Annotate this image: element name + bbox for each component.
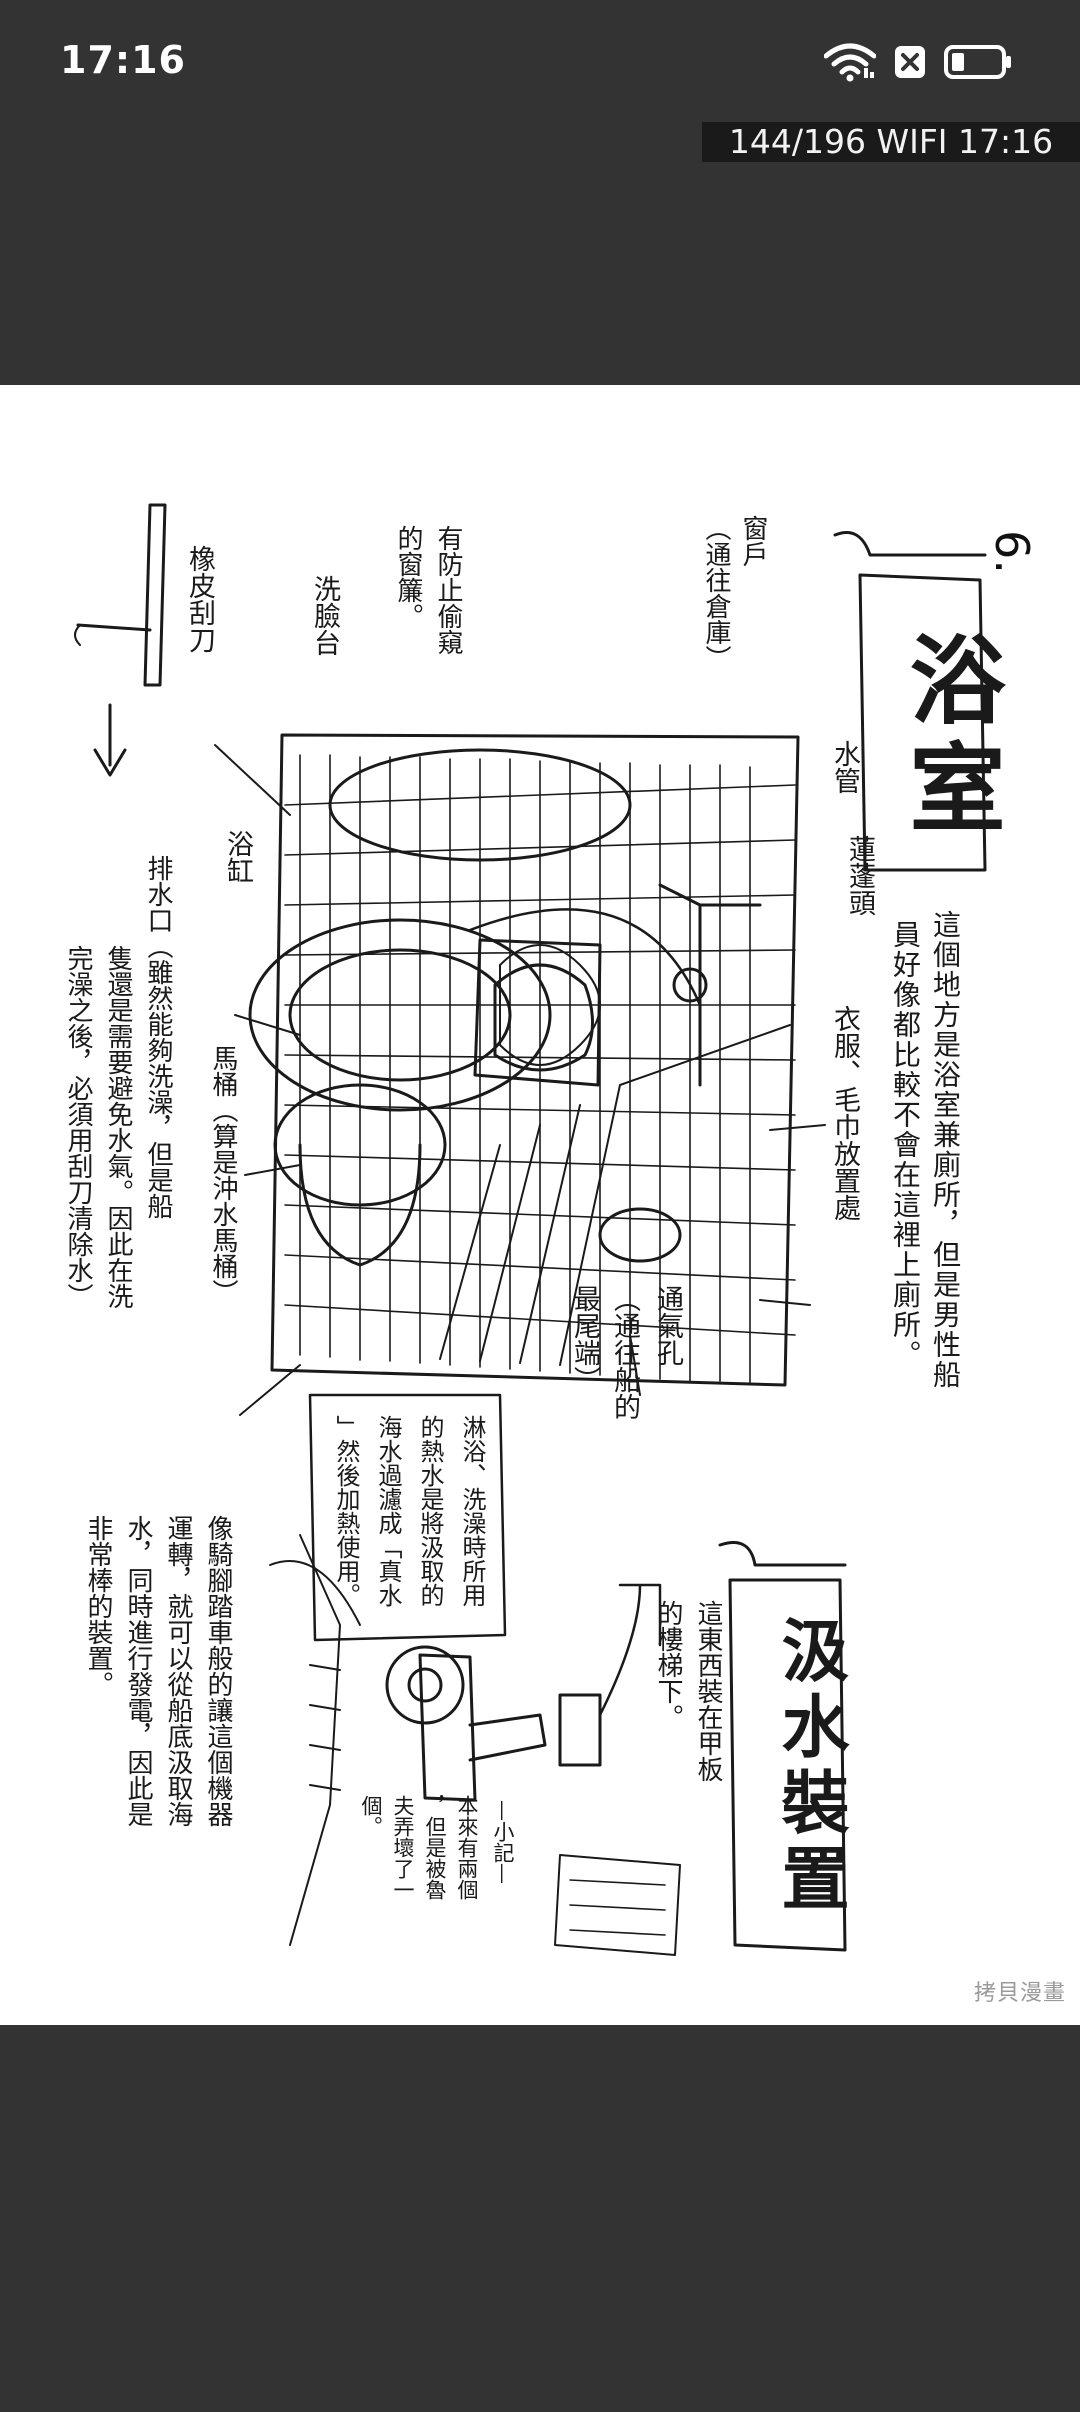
bathroom-title: 浴室: [880, 630, 1019, 846]
manga-page[interactable]: 6. 浴室 這個地方是浴室兼廁所，但是男性船 員好像都比較不會在這裡上廁所。 水…: [0, 385, 1080, 2025]
label-vent-line1: 通氣孔: [648, 1285, 687, 1366]
pump-side-note-line1: —小記—: [488, 1800, 518, 1884]
label-water-pipe: 水管: [825, 740, 864, 794]
section-number: 6.: [985, 530, 1039, 574]
label-drain-line1: 排水口（雖然能夠洗澡，但是船: [140, 855, 177, 1219]
pump-description-line1: 這東西裝在甲板: [690, 1600, 727, 1782]
status-time: 17:16: [60, 38, 186, 82]
pump-description-line2: 的樓梯下。: [650, 1600, 687, 1730]
reader-info-bar: 144/196 WIFI 17:16: [702, 122, 1080, 162]
pump-title: 汲水裝置: [760, 1615, 859, 1919]
water-note-line1: 淋浴、洗澡時所用: [455, 1415, 490, 1607]
label-shower-head: 蓮蓬頭: [840, 835, 879, 916]
label-squeegee: 橡皮刮刀: [180, 545, 219, 653]
water-note-line4: 」然後加熱使用。: [329, 1415, 364, 1607]
label-toilet: 馬桶（算是沖水馬桶）: [205, 1045, 242, 1305]
status-bar: 17:16: [0, 0, 1080, 120]
pump-detail-line1: 像騎腳踏車般的讓這個機器: [200, 1515, 237, 1827]
water-note-line3: 海水過濾成「真水: [371, 1415, 406, 1607]
label-clothes-towel: 衣服、毛巾放置處: [825, 1005, 864, 1221]
watermark: 拷貝漫畫: [974, 1975, 1066, 2007]
status-icons: [824, 40, 1012, 84]
label-washbasin: 洗臉台: [305, 575, 344, 656]
pump-detail-line4: 非常棒的裝置。: [80, 1515, 117, 1697]
pump-detail-line2: 運轉，就可以從船底汲取海: [160, 1515, 197, 1827]
label-curtain-line2: 的窗簾。: [390, 525, 427, 629]
wifi-icon: [824, 42, 876, 82]
label-vent-line2: （通往船的: [605, 1285, 644, 1420]
label-window-line1: 窗戶: [735, 515, 772, 567]
battery-icon: [944, 44, 1012, 80]
label-curtain-line1: 有防止偷窺: [430, 525, 467, 655]
close-box-icon: [894, 44, 926, 80]
pump-detail-line3: 水，同時進行發電，因此是: [120, 1515, 157, 1827]
water-note-line2: 的熱水是將汲取的: [413, 1415, 448, 1607]
label-drain-line3: 完澡之後，必須用刮刀清除水）: [60, 945, 97, 1309]
label-bathtub: 浴缸: [218, 830, 257, 884]
pump-side-note-line4: 夫弄壞了一: [388, 1795, 418, 1900]
bathroom-description-line2: 員好像都比較不會在這裡上廁所。: [885, 920, 925, 1370]
pump-side-note-line5: 個。: [356, 1795, 386, 1837]
pump-side-note-line3: ，但是被魯: [420, 1795, 450, 1900]
bathroom-description-line1: 這個地方是浴室兼廁所，但是男性船: [925, 910, 965, 1390]
label-window-line2: （通往倉庫）: [698, 515, 735, 671]
label-drain-line2: 隻還是需要避免水氣。因此在洗: [100, 945, 137, 1309]
pump-side-note-line2: 本來有兩個: [452, 1795, 482, 1900]
label-vent-line3: 最尾端）: [565, 1285, 604, 1393]
